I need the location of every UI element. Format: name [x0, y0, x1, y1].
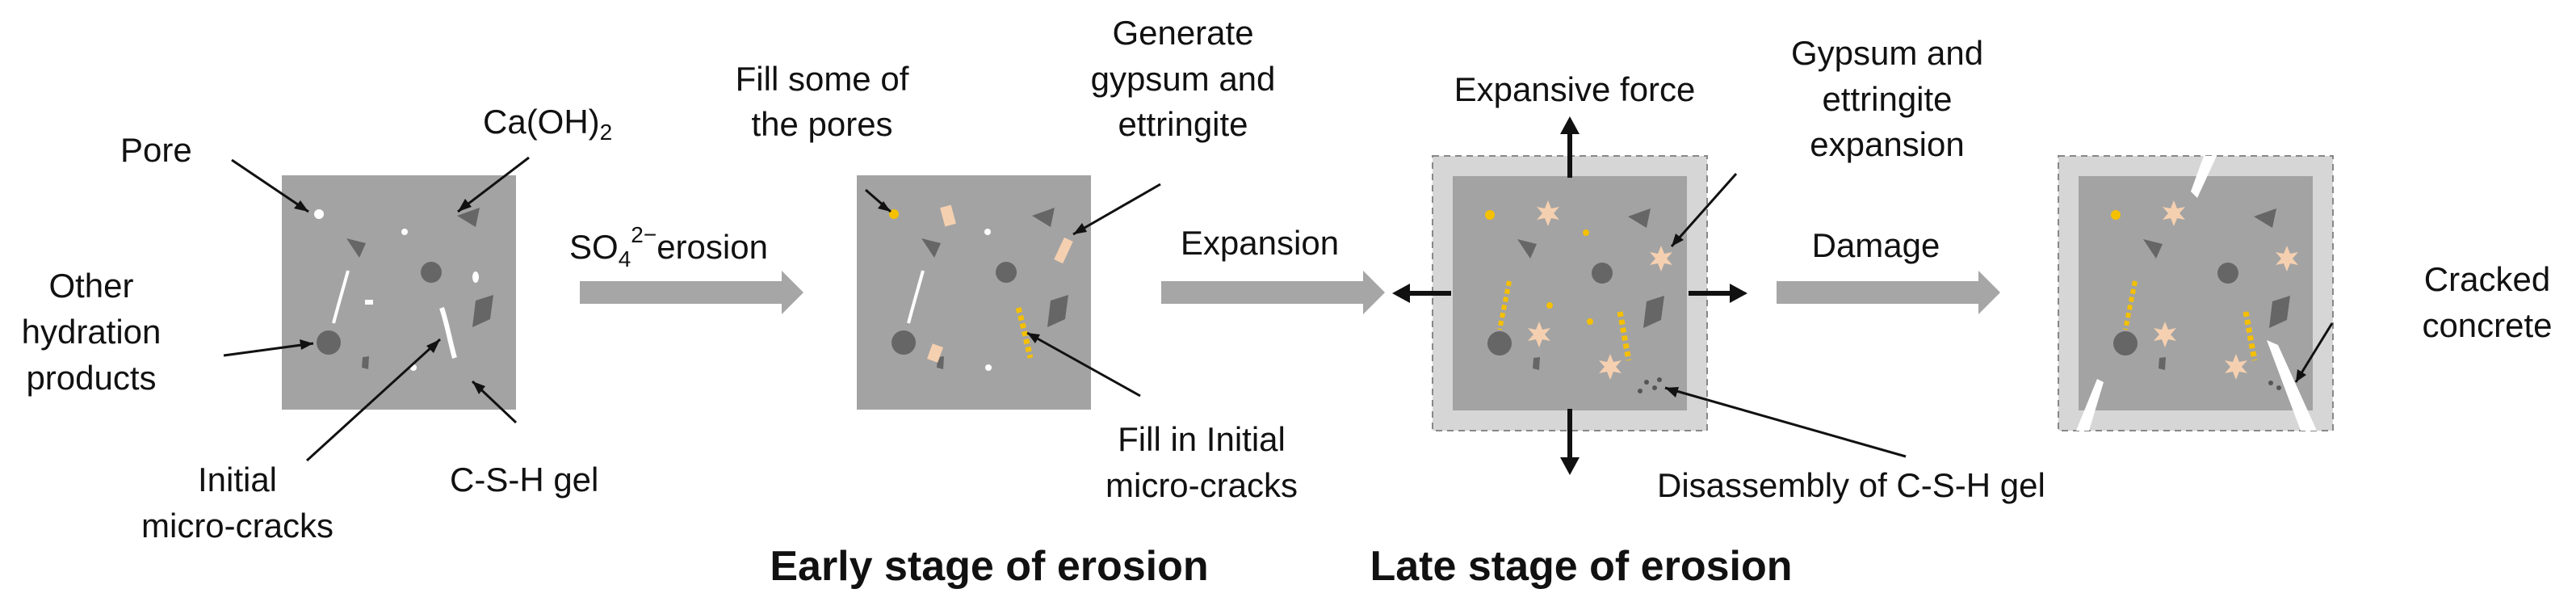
- label-expansive-force: Expansive force: [1454, 70, 1696, 108]
- label-other-hydration-3: products: [26, 359, 156, 397]
- filled-pore: [889, 209, 899, 219]
- label-generate-2: gypsum and: [1091, 60, 1276, 98]
- panel-early: [857, 175, 1091, 410]
- label-disassembly: Disassembly of C-S-H gel: [1657, 466, 2045, 504]
- csh-disassembly-dots: [1644, 380, 1649, 385]
- label-caoh2: Ca(OH)2: [483, 103, 612, 145]
- label-fill-cracks-1: Fill in Initial: [1118, 420, 1286, 458]
- crack-bottom-left: [2076, 379, 2104, 431]
- panel-damaged: [2058, 155, 2334, 431]
- label-initial-cracks-2: micro-cracks: [141, 507, 334, 545]
- arrow-damage: [1777, 271, 2000, 314]
- panel-initial: [282, 175, 516, 410]
- label-generate-3: ettringite: [1118, 105, 1248, 143]
- filled-micro-crack: [1015, 307, 1034, 359]
- label-other-hydration-2: hydration: [22, 313, 162, 351]
- label-gyp-expansion-3: expansion: [1810, 125, 1964, 163]
- arrow-so4-erosion: [580, 271, 803, 314]
- gypsum-crystal: [940, 204, 956, 227]
- crack-top: [2191, 156, 2217, 198]
- stage-late: Late stage of erosion: [1370, 543, 1793, 590]
- pore-dot: [314, 209, 324, 219]
- label-fill-pores-1: Fill some of: [736, 60, 909, 98]
- expansive-force-arrows: [1392, 116, 1747, 475]
- label-damage: Damage: [1812, 226, 1940, 264]
- label-pore: Pore: [120, 131, 192, 169]
- panel-late: [1432, 155, 1708, 431]
- label-so4-erosion: SO42−erosion: [569, 222, 768, 271]
- label-other-hydration-1: Other: [48, 267, 133, 305]
- label-fill-cracks-2: micro-cracks: [1105, 466, 1298, 504]
- initial-micro-crack: [332, 270, 350, 324]
- stage-early: Early stage of erosion: [770, 543, 1208, 590]
- arrow-expansion: [1161, 271, 1385, 314]
- label-generate-1: Generate: [1112, 14, 1253, 52]
- crack-bottom-right: [2267, 340, 2317, 431]
- label-csh-gel: C-S-H gel: [450, 461, 598, 499]
- label-cracked-2: concrete: [2422, 306, 2552, 344]
- label-gyp-expansion-1: Gypsum and: [1791, 34, 1983, 72]
- label-initial-cracks-1: Initial: [198, 461, 277, 499]
- label-cracked-1: Cracked: [2424, 260, 2550, 298]
- label-gyp-expansion-2: ettringite: [1822, 80, 1952, 118]
- label-expansion: Expansion: [1181, 224, 1339, 262]
- leader-lines: [223, 156, 2334, 462]
- label-fill-pores-2: the pores: [751, 105, 892, 143]
